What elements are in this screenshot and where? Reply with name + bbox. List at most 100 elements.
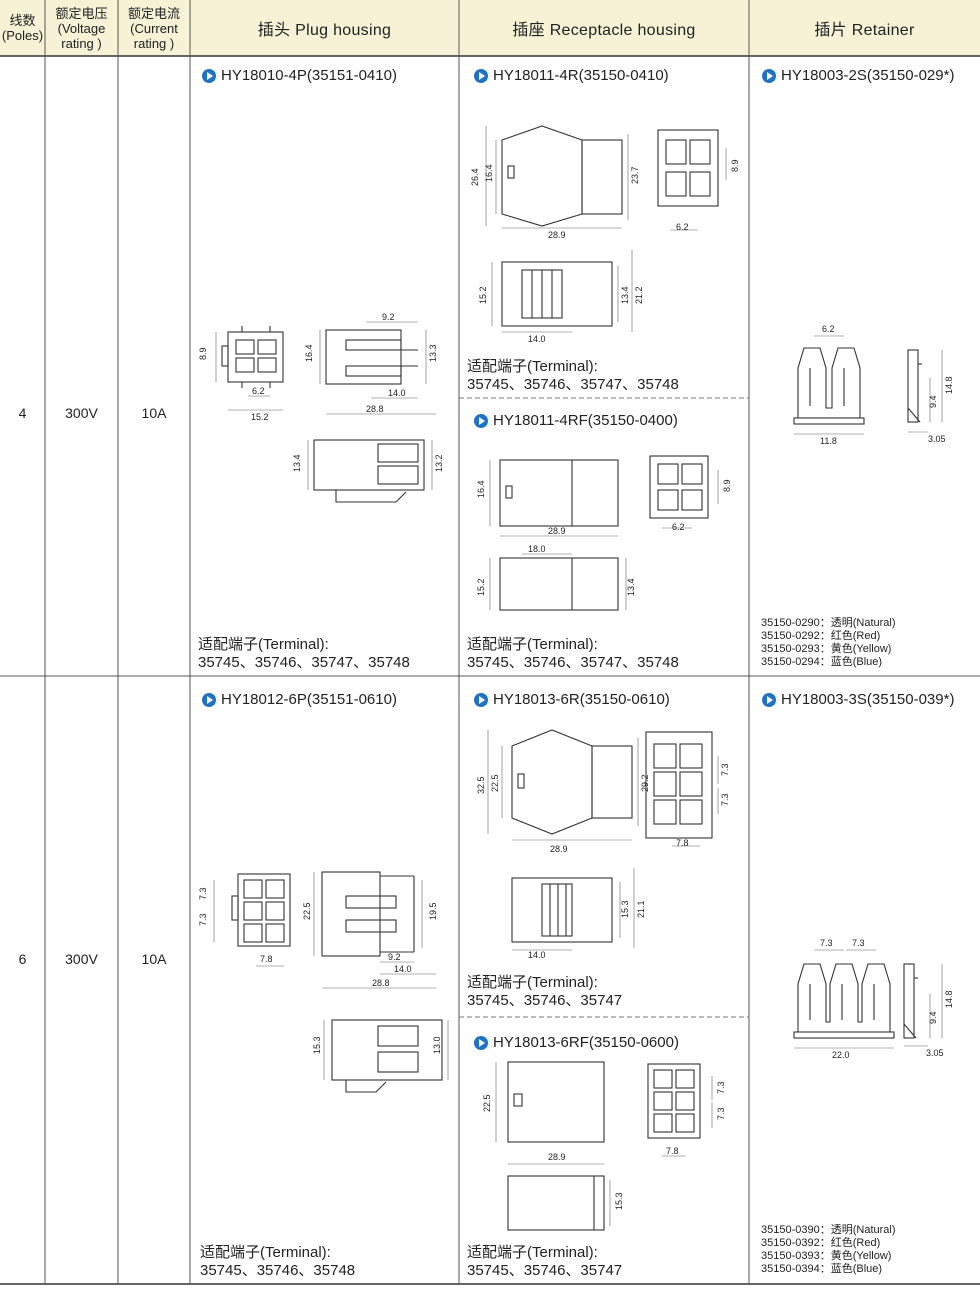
dim-label: 7.3	[716, 1081, 726, 1094]
dim-label: 28.9	[548, 230, 566, 240]
row2-retainer-colors: 35150-0390：透明(Natural) 35150-0392：红色(Red…	[761, 1224, 896, 1276]
dim-label: 22.0	[832, 1050, 850, 1060]
row1-retainer-title: HY18003-2S(35150-029*)	[762, 67, 954, 84]
row2-receptacle-b-model: HY18013-6RF(35150-0600)	[493, 1034, 679, 1051]
dim-label: 7.3	[716, 1107, 726, 1120]
row1-receptacle-a-terminals: 适配端子(Terminal): 35745、35746、35747、35748	[467, 358, 679, 394]
dim-label: 7.3	[820, 938, 833, 948]
row2-plug-terminals: 适配端子(Terminal): 35745、35746、35748	[200, 1244, 355, 1280]
header-poles: 线数 (Poles)	[0, 6, 45, 50]
header-poles-cn: 线数	[9, 13, 36, 28]
dim-label: 21.2	[634, 286, 644, 304]
play-bullet-icon	[762, 68, 776, 83]
header-voltage-en2: rating )	[61, 35, 102, 51]
row1-retainer-colors: 35150-0290：透明(Natural) 35150-0292：红色(Red…	[761, 617, 896, 669]
dim-label: 6.2	[676, 222, 689, 232]
dim-label: 19.5	[428, 902, 438, 920]
dim-label: 7.8	[260, 954, 273, 964]
play-bullet-icon	[474, 413, 488, 428]
color-option: 35150-0294：蓝色(Blue)	[761, 656, 883, 668]
dim-label: 14.0	[394, 964, 412, 974]
terminal-label: 适配端子(Terminal):	[467, 1244, 598, 1261]
dim-label: 29.2	[640, 774, 650, 792]
dim-label: 13.2	[434, 454, 444, 472]
terminal-list: 35745、35746、35747、35748	[467, 376, 679, 393]
row1-receptacle-b-title: HY18011-4RF(35150-0400)	[474, 412, 678, 429]
dim-label: 28.9	[550, 844, 568, 854]
header-receptacle-housing: 插座 Receptacle housing	[512, 22, 696, 39]
play-bullet-icon	[202, 68, 216, 83]
terminal-label: 适配端子(Terminal):	[198, 636, 329, 653]
dim-label: 7.8	[676, 838, 689, 848]
dim-label: 15.3	[614, 1192, 624, 1210]
header-retainer: 插片 Retainer	[814, 22, 915, 39]
color-option: 35150-0390：透明(Natural)	[761, 1224, 896, 1236]
row2-receptacle-a-model: HY18013-6R(35150-0610)	[493, 691, 670, 708]
dim-label: 21.1	[636, 900, 646, 918]
dim-label: 14.0	[388, 388, 406, 398]
dim-label: 16.4	[304, 344, 314, 362]
terminal-list: 35745、35746、35747	[467, 992, 623, 1009]
dim-label: 8.9	[730, 159, 740, 172]
dim-label: 22.5	[482, 1094, 492, 1112]
terminal-label: 适配端子(Terminal):	[200, 1244, 331, 1261]
row1-poles: 4	[18, 405, 27, 421]
color-option: 35150-0394：蓝色(Blue)	[761, 1263, 883, 1275]
dim-label: 9.4	[928, 395, 938, 408]
terminal-list: 35745、35746、35747	[467, 1262, 623, 1279]
header-voltage-en: (Voltage	[57, 20, 106, 36]
dim-label: 18.0	[528, 544, 546, 554]
row2-plug-model: HY18012-6P(35151-0610)	[221, 691, 397, 708]
header-current: 额定电流 (Current rating )	[118, 4, 190, 52]
dim-label: 13.0	[432, 1036, 442, 1054]
play-bullet-icon	[474, 68, 488, 83]
dim-label: 9.4	[928, 1011, 938, 1024]
dim-label: 15.3	[620, 900, 630, 918]
dim-label: 7.3	[198, 913, 208, 926]
row1-plug-drawing: 8.9 6.2 15.2 9.2 16.4 13.3 14.0 28.8 13.…	[198, 312, 444, 503]
dim-label: 7.3	[852, 938, 865, 948]
color-option: 35150-0290：透明(Natural)	[761, 617, 896, 629]
row2-current: 10A	[141, 951, 167, 967]
terminal-list: 35745、35746、35747、35748	[198, 654, 410, 671]
row1-voltage: 300V	[65, 405, 98, 421]
dim-label: 8.9	[722, 479, 732, 492]
dim-label: 28.8	[366, 404, 384, 414]
dim-label: 7.3	[720, 793, 730, 806]
header-voltage: 额定电压 (Voltage rating )	[45, 4, 118, 52]
dim-label: 8.9	[198, 347, 208, 360]
row2-retainer-title: HY18003-3S(35150-039*)	[762, 691, 954, 708]
dim-label: 26.4	[470, 168, 480, 186]
header-poles-en: (Poles)	[1, 28, 44, 43]
dim-label: 7.3	[720, 763, 730, 776]
dim-label: 6.2	[252, 386, 265, 396]
row1-receptacle-b-drawing: 16.4 28.9 8.9 6.2 18.0 15.2 13.4	[476, 455, 732, 611]
dim-label: 13.4	[620, 286, 630, 304]
dim-label: 3.05	[928, 434, 946, 444]
row2-receptacle-a-drawing: 32.5 22.5 29.2 28.9 7.3 7.3 7.8 15.3 21.…	[476, 729, 730, 960]
dim-label: 11.8	[820, 436, 837, 446]
row1-receptacle-b-terminals: 适配端子(Terminal): 35745、35746、35747、35748	[467, 636, 679, 672]
dim-label: 22.5	[490, 774, 500, 792]
terminal-label: 适配端子(Terminal):	[467, 974, 598, 991]
row2-receptacle-b-drawing: 22.5 28.9 7.3 7.3 7.8 15.3	[482, 1061, 726, 1231]
dim-label: 9.2	[382, 312, 395, 322]
dim-label: 14.0	[528, 334, 546, 344]
header-plug-housing: 插头 Plug housing	[257, 22, 392, 39]
color-option: 35150-0393：黄色(Yellow)	[761, 1250, 892, 1262]
dim-label: 13.4	[626, 578, 636, 596]
color-option: 35150-0293：黄色(Yellow)	[761, 643, 892, 655]
terminal-label: 适配端子(Terminal):	[467, 358, 598, 375]
dim-label: 9.2	[388, 952, 401, 962]
dim-label: 23.7	[630, 166, 640, 184]
dim-label: 13.4	[292, 454, 302, 472]
play-bullet-icon	[202, 692, 216, 707]
color-option: 35150-0292：红色(Red)	[761, 630, 881, 642]
dim-label: 6.2	[822, 324, 835, 334]
row1-receptacle-a-title: HY18011-4R(35150-0410)	[474, 67, 669, 84]
header-voltage-cn: 额定电压	[55, 5, 108, 21]
row1-receptacle-b-model: HY18011-4RF(35150-0400)	[493, 412, 678, 429]
dim-label: 7.3	[198, 887, 208, 900]
row2-retainer-model: HY18003-3S(35150-039*)	[781, 691, 955, 708]
